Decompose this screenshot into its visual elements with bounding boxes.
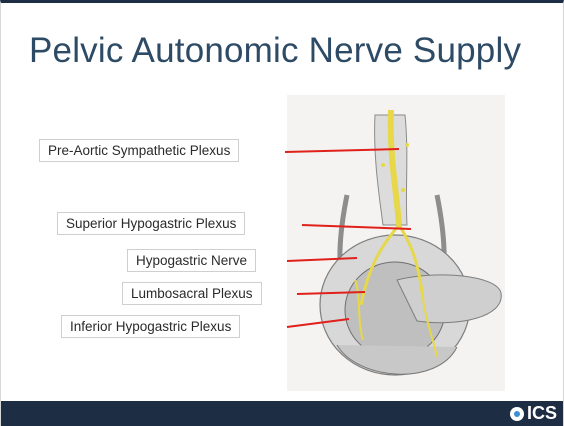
slide-title: Pelvic Autonomic Nerve Supply — [29, 31, 521, 71]
ics-logo-icon — [510, 407, 524, 421]
label-pre-aortic-plexus: Pre-Aortic Sympathetic Plexus — [39, 139, 239, 162]
label-hypogastric-nerve: Hypogastric Nerve — [127, 249, 256, 272]
footer-bar: ICS — [1, 401, 564, 426]
label-superior-hypogastric-plexus: Superior Hypogastric Plexus — [57, 212, 245, 235]
logo-text: ICS — [527, 403, 557, 424]
pelvic-anatomy-drawing — [287, 95, 505, 391]
ics-logo: ICS — [510, 403, 557, 424]
label-lumbosacral-plexus: Lumbosacral Plexus — [122, 282, 262, 305]
anatomy-illustration — [287, 95, 505, 391]
label-inferior-hypogastric-plexus: Inferior Hypogastric Plexus — [61, 315, 240, 338]
